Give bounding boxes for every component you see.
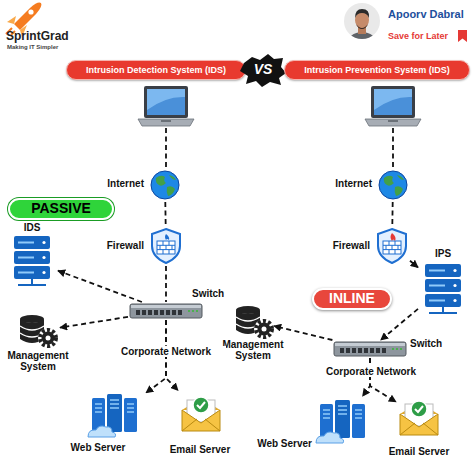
node-label: Switch [192, 288, 242, 299]
author-photo [355, 9, 369, 18]
header-pill: Intrusion Prevention System (IDS) [284, 60, 470, 80]
brand-name: SprintGrad [6, 30, 96, 43]
web-server-icon [316, 400, 365, 443]
node-label: VS [240, 53, 286, 87]
ids-server-icon [14, 236, 50, 285]
internet-node: Internet [150, 170, 180, 200]
node-label: IPS [420, 248, 466, 259]
edge-label: Corporate Network [316, 366, 426, 377]
node-label: Web Server [58, 442, 138, 453]
globe-icon [151, 171, 179, 199]
connector [391, 202, 393, 226]
node-label: Firewall [86, 240, 144, 251]
connector [274, 326, 332, 340]
firewall-node: Firewall [376, 228, 408, 264]
node-label: Email Server [160, 444, 240, 455]
switch-icon [334, 342, 406, 356]
node-label: Firewall [312, 240, 370, 251]
node-label: Web Server [242, 438, 312, 449]
firewall-flame [391, 233, 396, 241]
node-label: PASSIVE [10, 200, 112, 218]
edge-label: Corporate Network [106, 346, 226, 357]
author-photo [344, 3, 380, 56]
firewall-icon [152, 229, 180, 263]
node-label: Internet [314, 178, 372, 189]
email-server-icon [400, 401, 438, 435]
save-label: Save for Later [388, 31, 458, 41]
node-label: INLINE [314, 290, 390, 308]
firewall-node: Firewall [150, 228, 182, 264]
author-name: Apoorv Dabral [388, 8, 472, 20]
node-label: Email Server [382, 446, 456, 457]
logo-rocket [7, 16, 16, 24]
laptop-link [166, 128, 393, 170]
web-server-icon [88, 394, 137, 437]
node-label: IDS [8, 222, 56, 233]
brand-tagline: Making IT Simpler [7, 44, 97, 51]
web-server-node: Web Server [316, 398, 372, 444]
author-photo [344, 3, 380, 39]
switch-icon [130, 304, 202, 318]
connector [410, 261, 418, 268]
mode-badge: INLINE [312, 288, 392, 310]
ips-node: IPS [420, 262, 466, 314]
connector [164, 202, 166, 226]
management-node: Management System [18, 314, 58, 348]
email-server-icon [182, 397, 220, 431]
management-node: Management System [234, 305, 272, 337]
logo-rocket [28, 9, 33, 14]
mode-badge: PASSIVE [8, 198, 114, 220]
author-photo [356, 24, 368, 29]
email-server-node: Email Server [398, 396, 440, 436]
database-icon [236, 306, 274, 339]
logo-rocket [14, 3, 41, 30]
globe-icon [379, 171, 407, 199]
node-label: Intrusion Prevention System (IDS) [285, 61, 469, 79]
email-server-node: Email Server [180, 392, 220, 434]
node-label: Intrusion Detection System (IDS) [67, 61, 245, 79]
connector [165, 266, 167, 302]
connector [370, 358, 396, 402]
node-label: Internet [86, 178, 144, 189]
switch-node: Switch [130, 304, 202, 318]
web-server-node: Web Server [88, 392, 144, 438]
node-label: Management System [215, 339, 291, 361]
header-pill: Intrusion Detection System (IDS) [66, 60, 246, 80]
switch-node: Switch [334, 342, 406, 356]
connector [58, 271, 142, 302]
author-photo [347, 9, 377, 56]
bookmark-icon [458, 30, 467, 42]
connector [60, 317, 128, 328]
internet-node: Internet [378, 170, 408, 200]
ids-node: IDS [8, 236, 56, 286]
firewall-icon [378, 229, 406, 263]
node-label: Management System [0, 350, 76, 372]
firewall-flame [165, 234, 169, 240]
database-icon [20, 315, 58, 348]
vs-splash [240, 54, 286, 87]
connector [381, 309, 418, 340]
vs-badge: VS [240, 53, 286, 87]
ips-server-icon [425, 264, 461, 313]
laptop-icon [365, 86, 421, 126]
laptop-icon [138, 86, 194, 126]
node-label: Switch [410, 338, 460, 349]
author-photo [347, 32, 377, 56]
